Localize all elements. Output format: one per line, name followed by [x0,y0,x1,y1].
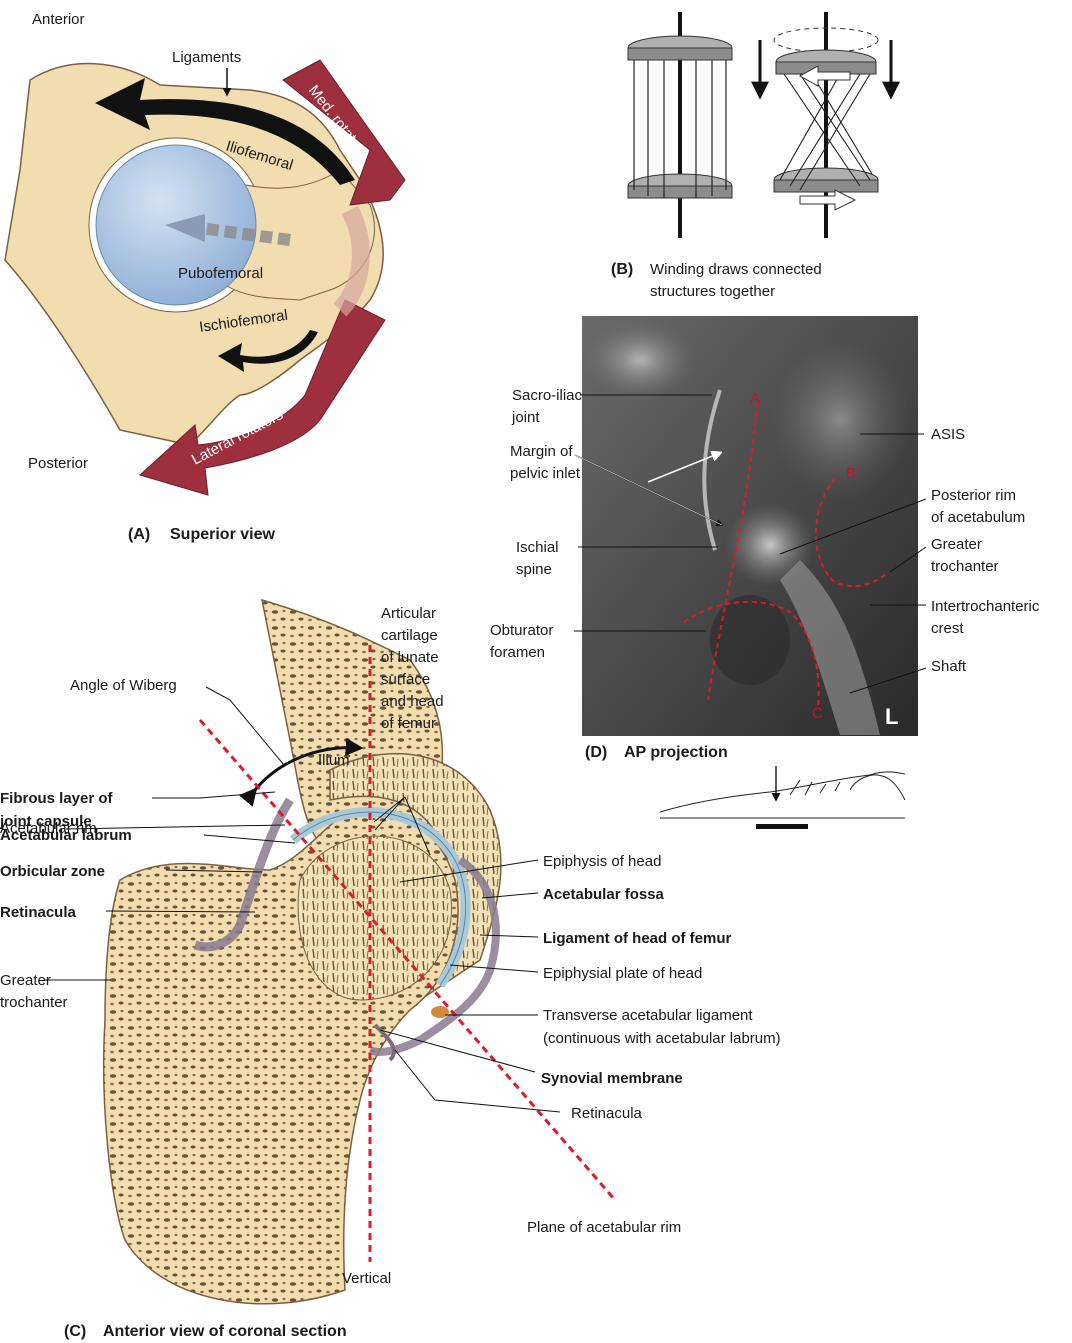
ischial-label-1: Ischial [516,539,559,556]
positioning-sketch [660,766,905,818]
side-marker: L [885,704,898,729]
articular-label-3: of lunate [381,649,439,666]
angle-of-wiberg-label: Angle of Wiberg [70,677,177,694]
posterior-rim-label-2: of acetabulum [931,509,1025,526]
greater-troch-d-label-1: Greater [931,536,982,553]
vertical-label: Vertical [342,1270,391,1287]
greater-trochanter-label-1: Greater [0,972,51,989]
panel-c-caption-letter: (C) [64,1323,86,1340]
panel-a-caption-letter: (A) [128,526,150,543]
articular-label-2: cartilage [381,627,438,644]
panel-c-caption: Anterior view of coronal section [103,1323,347,1340]
margin-label-1: Margin of [510,443,573,460]
intertroch-label-2: crest [931,620,964,637]
panel-b: (B) Winding draws connected structures t… [611,12,891,300]
marker-a: A [750,390,760,407]
articular-label-5: and head [381,693,444,710]
fibrous-layer-label-1: Fibrous layer of [0,790,114,807]
shaft-label: Shaft [931,658,967,675]
plane-of-rim-label: Plane of acetabular rim [527,1219,681,1236]
acetabular-fossa-label: Acetabular fossa [543,886,665,903]
panel-d-caption-letter: (D) [585,744,607,761]
articular-label-4: surface [381,671,430,688]
synovial-membrane-label: Synovial membrane [541,1070,683,1087]
panel-b-caption-line1: Winding draws connected [650,261,822,278]
acetabular-labrum-label: Acetabular labrum [0,827,132,844]
panel-d: A B C L Sacro-iliac joint Margin of pelv… [490,316,1040,829]
obturator-label-1: Obturator [490,622,553,639]
obturator-label-2: foramen [490,644,545,661]
panel-b-caption-line2: structures together [650,283,775,300]
panel-d-caption: AP projection [624,744,728,761]
transverse-label-2: (continuous with acetabular labrum) [543,1030,781,1047]
asis-label: ASIS [931,426,965,443]
panel-b-caption-letter: (B) [611,261,633,278]
marker-b: B [846,465,856,482]
anterior-label: Anterior [32,11,85,28]
sacroiliac-label-2: joint [511,409,540,426]
ligaments-label: Ligaments [172,49,241,66]
retinacula-left-label: Retinacula [0,904,77,921]
ilium-label: Ilium [318,752,350,769]
panel-a: Anterior Ligaments Iliofemoral Pubofemor… [5,11,405,543]
posterior-rim-label-1: Posterior rim [931,487,1016,504]
intertroch-label-1: Intertrochanteric [931,598,1040,615]
ligament-of-head-label: Ligament of head of femur [543,930,732,947]
epiphysis-label: Epiphysis of head [543,853,661,870]
marker-c: C [812,705,823,722]
retinacula-right-label: Retinacula [571,1105,643,1122]
ischial-label-2: spine [516,561,552,578]
greater-troch-d-label-2: trochanter [931,558,999,575]
articular-label-1: Articular [381,605,436,622]
transverse-label-1: Transverse acetabular ligament [543,1007,753,1024]
epiphysial-plate-label: Epiphysial plate of head [543,965,702,982]
posterior-label: Posterior [28,455,88,472]
articular-label-6: of femur [381,715,436,732]
panel-a-caption: Superior view [170,526,275,543]
pubofemoral-label: Pubofemoral [178,265,263,282]
orbicular-zone-label: Orbicular zone [0,863,105,880]
margin-label-2: pelvic inlet [510,465,581,482]
sacroiliac-label-1: Sacro-iliac [512,387,583,404]
greater-trochanter-label-2: trochanter [0,994,68,1011]
